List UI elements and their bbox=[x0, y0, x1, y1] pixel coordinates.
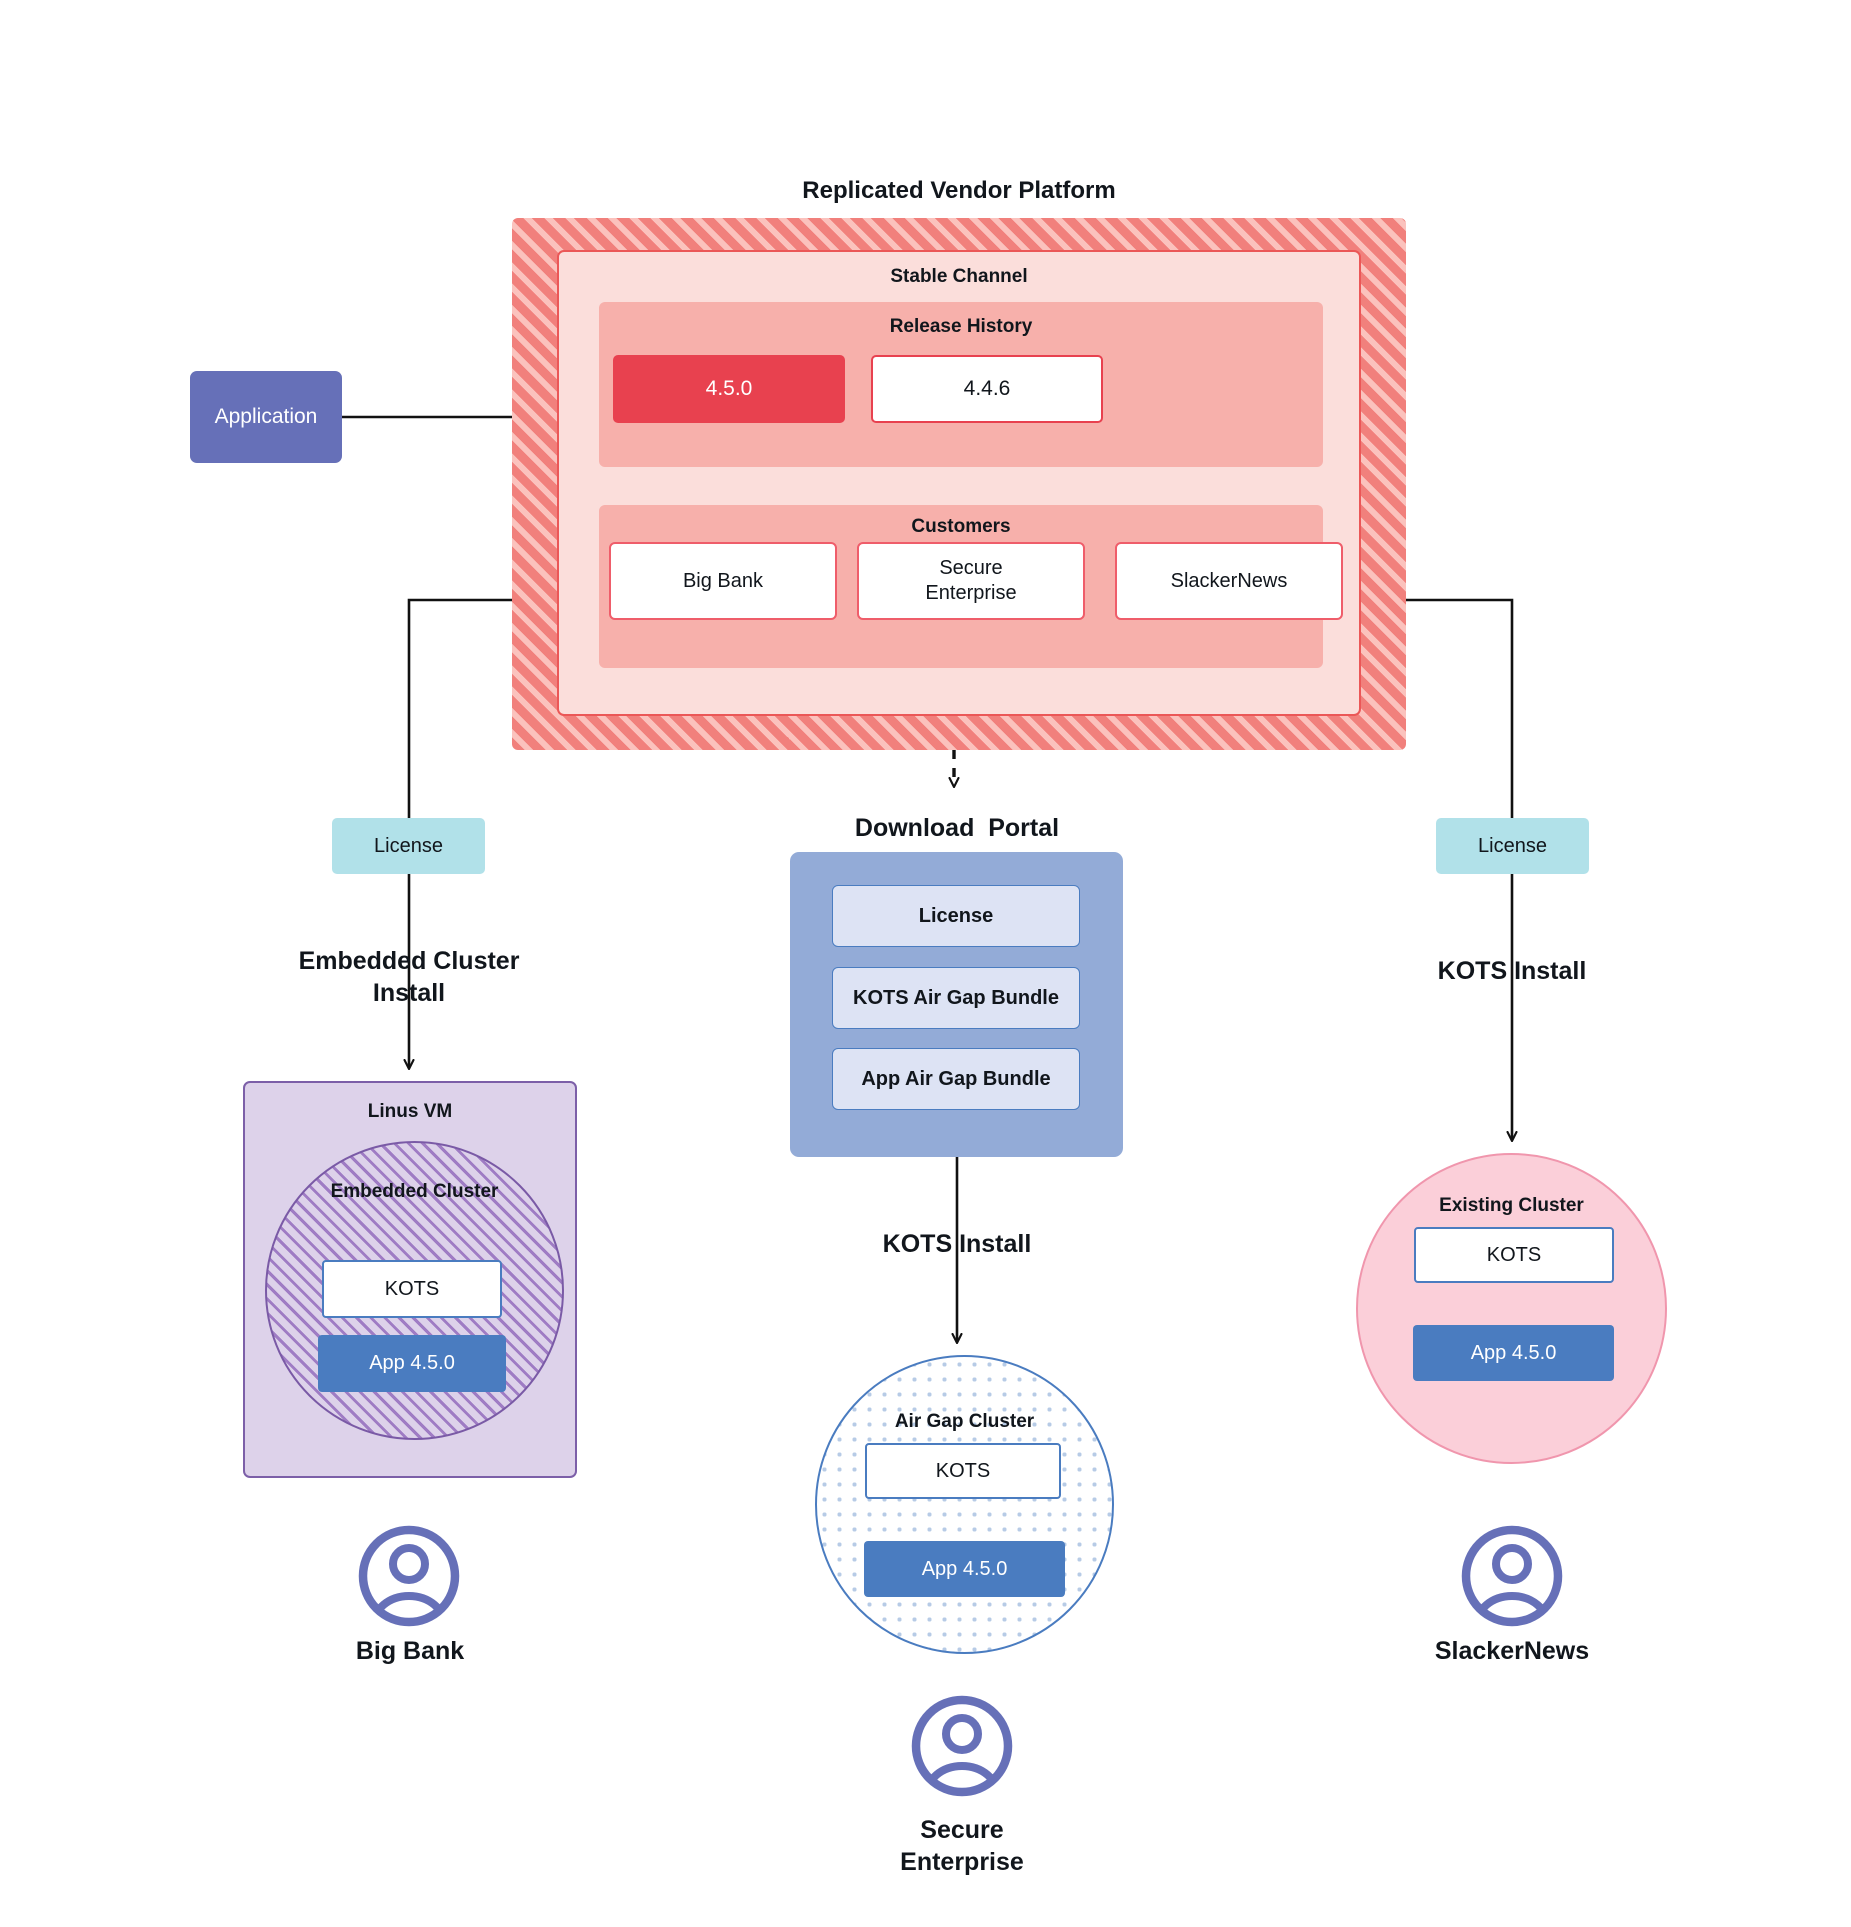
license-label: License bbox=[1478, 834, 1547, 857]
customer-card-slackernews[interactable]: SlackerNews bbox=[1115, 542, 1343, 620]
air-gap-cluster-container: Air Gap Cluster bbox=[815, 1355, 1114, 1654]
app-node-airgap[interactable]: App 4.5.0 bbox=[864, 1541, 1065, 1597]
linux-vm-label: Linus VM bbox=[367, 1101, 453, 1122]
release-version-current: 4.5.0 bbox=[705, 377, 753, 400]
existing-cluster-label: Existing Cluster bbox=[1439, 1195, 1584, 1216]
portal-item-license[interactable]: License bbox=[832, 885, 1080, 947]
customer-name-secure-enterprise: Secure Enterprise bbox=[900, 1816, 1024, 1876]
kots-node-airgap[interactable]: KOTS bbox=[865, 1443, 1061, 1499]
kots-label: KOTS bbox=[935, 1459, 991, 1482]
kots-label: KOTS bbox=[384, 1277, 440, 1300]
release-history-label: Release History bbox=[889, 316, 1033, 337]
application-label: Application bbox=[214, 405, 318, 428]
release-history-panel: Release History 4.5.0 4.4.6 bbox=[599, 302, 1323, 467]
portal-item-label: License bbox=[918, 904, 994, 927]
customers-panel: Customers Big Bank Secure Enterprise Sla… bbox=[599, 505, 1343, 668]
download-portal-container: License KOTS Air Gap Bundle App Air Gap … bbox=[790, 852, 1123, 1157]
linux-vm-container: Linus VM Embedded Cluster KOTS App 4.5.0 bbox=[243, 1081, 577, 1478]
air-gap-cluster-label: Air Gap Cluster bbox=[894, 1411, 1035, 1432]
portal-item-label: KOTS Air Gap Bundle bbox=[853, 986, 1059, 1009]
application-node[interactable]: Application bbox=[190, 371, 342, 463]
existing-cluster-container: Existing Cluster bbox=[1356, 1153, 1667, 1464]
app-node-embedded[interactable]: App 4.5.0 bbox=[318, 1335, 506, 1392]
page-title: Replicated Vendor Platform bbox=[802, 177, 1116, 204]
user-avatar-icon bbox=[1461, 1525, 1563, 1627]
user-avatar-icon bbox=[911, 1695, 1013, 1797]
stable-channel-container: Stable Channel Release History 4.5.0 4.4… bbox=[557, 250, 1361, 716]
license-node-right[interactable]: License bbox=[1436, 818, 1589, 874]
customer-card-label: Secure Enterprise bbox=[925, 557, 1017, 604]
release-card-previous[interactable]: 4.4.6 bbox=[871, 355, 1103, 423]
kots-install-label-right: KOTS Install bbox=[1437, 957, 1587, 985]
customer-name-big-bank: Big Bank bbox=[355, 1637, 465, 1665]
customer-card-secure-enterprise[interactable]: Secure Enterprise bbox=[857, 542, 1085, 620]
stable-channel-label: Stable Channel bbox=[890, 266, 1028, 287]
license-node-left[interactable]: License bbox=[332, 818, 485, 874]
download-portal-label: Download Portal bbox=[854, 814, 1060, 842]
kots-node-embedded[interactable]: KOTS bbox=[322, 1260, 502, 1318]
app-version-label: App 4.5.0 bbox=[369, 1352, 455, 1374]
customer-card-label: SlackerNews bbox=[1170, 569, 1288, 592]
kots-node-existing[interactable]: KOTS bbox=[1414, 1227, 1614, 1283]
app-version-label: App 4.5.0 bbox=[921, 1557, 1008, 1580]
release-version-previous: 4.4.6 bbox=[963, 377, 1011, 400]
app-node-existing[interactable]: App 4.5.0 bbox=[1413, 1325, 1614, 1381]
portal-item-app-air-gap-bundle[interactable]: App Air Gap Bundle bbox=[832, 1048, 1080, 1110]
license-label: License bbox=[374, 834, 443, 857]
portal-item-label: App Air Gap Bundle bbox=[861, 1067, 1051, 1090]
embedded-cluster-install-label: Embedded Cluster Install bbox=[298, 947, 520, 1007]
app-version-label: App 4.5.0 bbox=[1470, 1341, 1557, 1364]
customers-label: Customers bbox=[911, 516, 1011, 537]
customer-card-big-bank[interactable]: Big Bank bbox=[609, 542, 837, 620]
user-avatar-icon bbox=[358, 1525, 460, 1627]
portal-item-kots-air-gap-bundle[interactable]: KOTS Air Gap Bundle bbox=[832, 967, 1080, 1029]
release-card-current[interactable]: 4.5.0 bbox=[613, 355, 845, 423]
customer-name-slackernews: SlackerNews bbox=[1434, 1637, 1590, 1665]
kots-install-label-center: KOTS Install bbox=[882, 1230, 1032, 1258]
embedded-cluster-label: Embedded Cluster bbox=[330, 1181, 499, 1202]
replicated-vendor-platform-container: Stable Channel Release History 4.5.0 4.4… bbox=[512, 218, 1406, 750]
customer-card-label: Big Bank bbox=[682, 569, 764, 592]
kots-label: KOTS bbox=[1486, 1243, 1542, 1266]
